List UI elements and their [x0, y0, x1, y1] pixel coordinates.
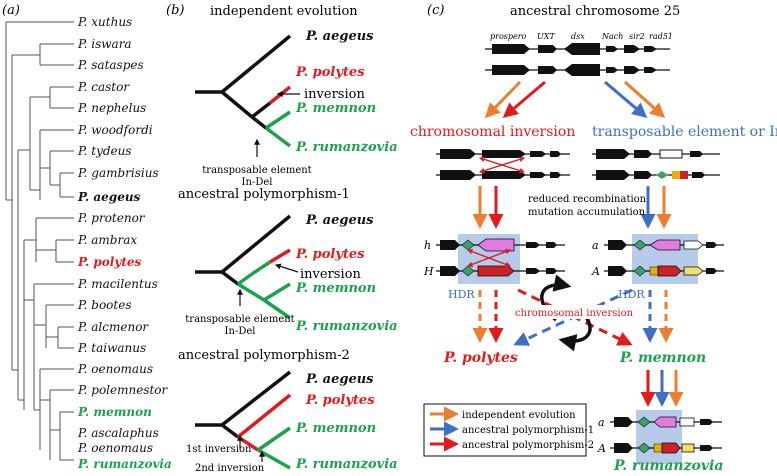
cross-label-bg	[522, 305, 626, 319]
species-rumanzovia: P. rumanzovia	[613, 458, 723, 474]
arrow-ancestral-right-blue	[604, 80, 648, 118]
taxon-label: P. xuthus	[77, 15, 132, 29]
allele-H-label: H	[423, 265, 434, 278]
scenario1-rumanzovia: P. rumanzovia	[295, 140, 398, 155]
scenario1-title: independent evolution	[210, 4, 358, 19]
gene-label-uxt: UXT	[537, 32, 555, 41]
taxon-label: P. sataspes	[77, 58, 144, 72]
taxon-label: P. taiwanus	[77, 341, 146, 355]
gene-label-nach: Nach	[601, 32, 623, 41]
gene-label-sir2: sir2	[629, 32, 645, 41]
scenario2-title: ancestral polymorphism-1	[178, 187, 350, 202]
taxa-labels: P. xuthus P. iswara P. sataspes P. castorP.…	[77, 15, 172, 471]
taxon-label: P. ambrax	[77, 233, 137, 247]
phylogeny-tree	[5, 21, 74, 461]
hdr-label-left: HDR	[448, 288, 475, 301]
taxon-label: P. rumanzovia	[77, 457, 172, 471]
scenario3-title: ancestral polymorphism-2	[178, 348, 350, 363]
gene-label-prospero: prospero	[490, 32, 527, 41]
gene-label-rad51: rad51	[649, 32, 673, 41]
scenario2-inversion-label: inversion	[300, 267, 361, 282]
bottom-a-A-chromosomes	[610, 416, 722, 454]
allele-a-label: a	[592, 239, 599, 252]
taxon-label: P. woodfordi	[77, 123, 153, 137]
scenario1-inversion-label: inversion	[304, 87, 365, 102]
scenario1-polytes: P. polytes	[295, 65, 365, 80]
gene-label-dsx: dsx	[571, 32, 585, 41]
right-path-label: transposable element or In-Del	[592, 124, 777, 140]
left-recombination-cross	[478, 156, 526, 174]
scenario2-te-label-2: In-Del	[225, 326, 256, 337]
scenario2-rumanzovia: P. rumanzovia	[295, 319, 398, 334]
allele-bottom-a: a	[598, 416, 605, 429]
right-te-chromosomes	[592, 149, 720, 180]
scenario2-polytes: P. polytes	[295, 247, 365, 262]
scenario3-aegeus: P. aegeus	[305, 372, 374, 387]
note-mutation-accumulation: mutation accumulation	[528, 207, 646, 218]
taxon-label: P. alcmenor	[77, 320, 149, 334]
ancestral-chromosomes	[485, 43, 670, 76]
taxon-label: P. gambrisius	[77, 166, 159, 180]
legend: independent evolution ancestral polymorp…	[423, 403, 594, 457]
taxon-label: P. polytes	[77, 255, 141, 269]
scenario3-memnon: P. memnon	[295, 421, 376, 436]
scenario2-aegeus: P. aegeus	[305, 213, 374, 228]
scenario1-memnon: P. memnon	[295, 101, 376, 116]
taxon-label: P. ascalaphus	[77, 426, 159, 440]
left-h-H-chromosomes	[436, 238, 565, 277]
taxon-label: P. aegeus	[77, 190, 141, 204]
taxon-label: P. iswara	[77, 37, 132, 51]
taxon-label: P. macilentus	[77, 277, 158, 291]
scenario1-tree	[195, 34, 292, 148]
scenario2-te-label-1: transposable element	[185, 314, 294, 325]
scenario1-aegeus: P. aegeus	[305, 29, 374, 44]
scenario3-inv1-label: 1st inversion	[186, 444, 252, 455]
scenario3-inv2-label: 2nd inversion	[195, 463, 265, 474]
left-path-label: chromosomal inversion	[410, 124, 575, 140]
taxon-label: P. memnon	[77, 405, 152, 419]
panel-c-title: ancestral chromosome 25	[510, 4, 680, 19]
scenario2-memnon: P. memnon	[295, 281, 376, 296]
hdr-label-right: HDR	[618, 288, 645, 301]
legend-item-poly1: ancestral polymorphism-1	[462, 425, 594, 436]
taxon-label: P. oenomaus	[77, 441, 153, 455]
taxon-label: P. polemnestor	[77, 383, 169, 397]
scenario2-inversion-arrow	[274, 263, 299, 273]
legend-item-poly2: ancestral polymorphism-2	[462, 440, 594, 451]
species-polytes: P. polytes	[443, 350, 518, 366]
allele-A-label: A	[591, 265, 600, 278]
arrow-ancestral-left-orange	[484, 80, 522, 119]
taxon-label: P. tydeus	[77, 144, 132, 158]
scenario3-rumanzovia: P. rumanzovia	[295, 457, 398, 472]
note-reduced-recombination: reduced recombination	[528, 194, 647, 205]
taxon-label: P. protenor	[77, 211, 146, 225]
panel-a-label: (a)	[2, 3, 20, 18]
arrow-ancestral-right-orange	[623, 80, 666, 119]
species-memnon: P. memnon	[619, 350, 706, 366]
scenario3-polytes: P. polytes	[305, 393, 375, 408]
panel-c-label: (c)	[427, 3, 444, 18]
arrow-ancestral-left-red	[502, 80, 546, 118]
allele-h-label: h	[424, 239, 431, 252]
cross-inversion-label: chromosomal inversion	[515, 308, 634, 319]
legend-item-independent: independent evolution	[462, 410, 576, 421]
right-a-A-chromosomes	[604, 239, 724, 277]
scenario1-te-label-1: transposable element	[202, 165, 311, 176]
taxon-label: P. oenomaus	[77, 362, 153, 376]
taxon-label: P. castor	[77, 80, 130, 94]
taxon-label: P. nephelus	[77, 101, 146, 115]
scenario1-te-label-2: In-Del	[242, 177, 273, 188]
scenario2-tree	[195, 214, 292, 320]
left-hdr-cross	[466, 248, 512, 268]
panel-b-label: (b)	[166, 3, 184, 18]
allele-bottom-A: A	[597, 442, 606, 455]
taxon-label: P. bootes	[77, 298, 131, 312]
